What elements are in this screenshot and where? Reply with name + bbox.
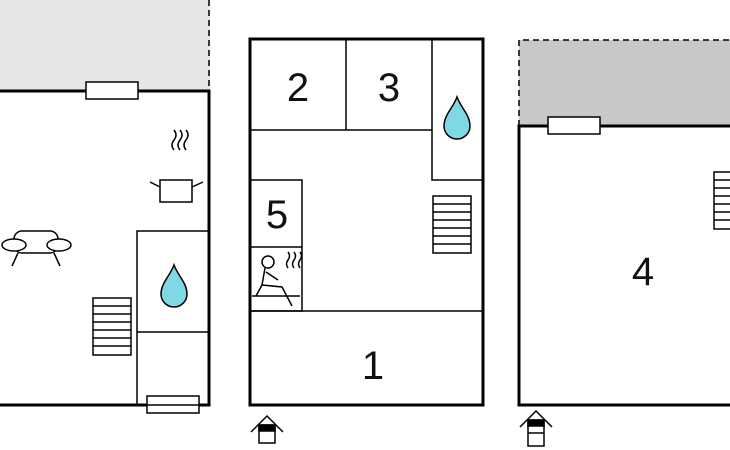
entrance-icon — [519, 409, 553, 447]
room-5-label: 5 — [266, 193, 288, 237]
terrace-dashed-edge — [518, 39, 730, 126]
right-floor: 4 — [517, 39, 730, 447]
bathroom-middle — [431, 39, 483, 181]
cooking-pot-icon — [149, 129, 204, 203]
terrace-left — [0, 0, 210, 91]
room-1-label: 1 — [362, 344, 384, 388]
window-icon — [85, 81, 139, 100]
stairs-icon — [92, 297, 132, 356]
stairs-icon — [432, 195, 472, 254]
left-floor — [0, 0, 211, 414]
sauna-icon — [252, 251, 303, 307]
bathroom-left — [136, 230, 210, 406]
room-2-label: 2 — [287, 66, 309, 110]
right-floor-walls — [517, 124, 730, 407]
stairs-icon — [713, 171, 730, 230]
window-icon — [547, 116, 601, 135]
water-drop-icon — [443, 94, 471, 140]
terrace-right — [519, 40, 730, 126]
room-3-label: 3 — [378, 66, 400, 110]
entrance-icon — [250, 414, 284, 444]
water-drop-icon — [160, 262, 188, 308]
middle-floor: 2 3 5 1 — [248, 37, 485, 444]
sofa-icon — [1, 230, 72, 267]
room-4-label: 4 — [632, 250, 654, 294]
